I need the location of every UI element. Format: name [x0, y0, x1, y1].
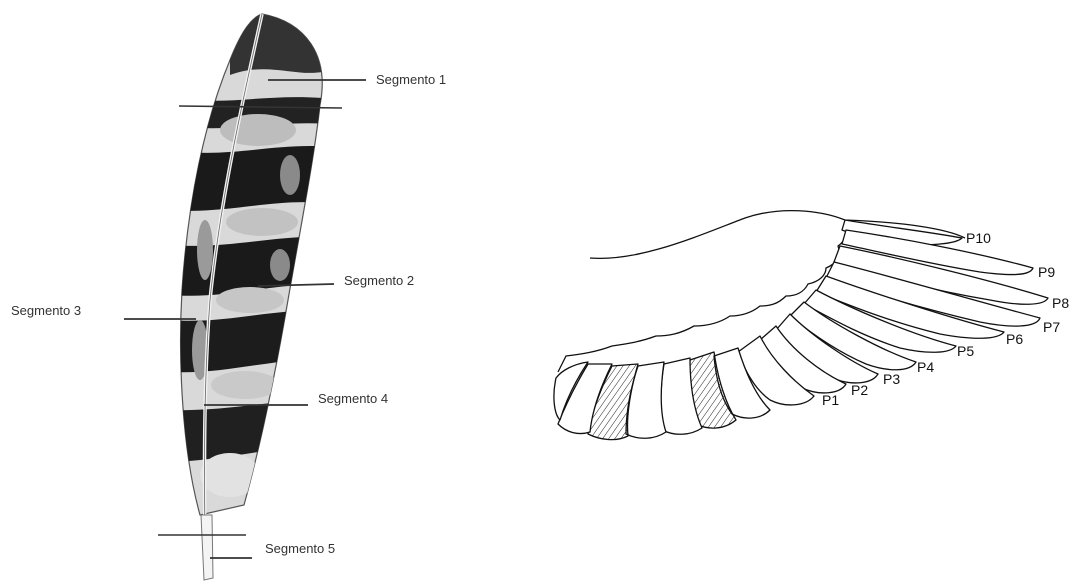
- p8-label: P8: [1052, 295, 1069, 311]
- p4-label: P4: [917, 359, 934, 375]
- feather-illustration: Segmento 1 Segmento 2 Segmento 3 Segment…: [11, 10, 446, 580]
- p9-label: P9: [1038, 264, 1055, 280]
- segment-1-label: Segmento 1: [376, 72, 446, 87]
- p3-label: P3: [883, 371, 900, 387]
- p1-label: P1: [822, 392, 839, 408]
- p2-label: P2: [851, 382, 868, 398]
- p10-label: P10: [966, 230, 991, 246]
- p7-label: P7: [1043, 319, 1060, 335]
- segment-5-label: Segmento 5: [265, 541, 335, 556]
- segment-3-label: Segmento 3: [11, 303, 81, 318]
- p5-label: P5: [957, 343, 974, 359]
- segment-4-label: Segmento 4: [318, 391, 388, 406]
- segment-2-label: Segmento 2: [344, 273, 414, 288]
- p6-label: P6: [1006, 331, 1023, 347]
